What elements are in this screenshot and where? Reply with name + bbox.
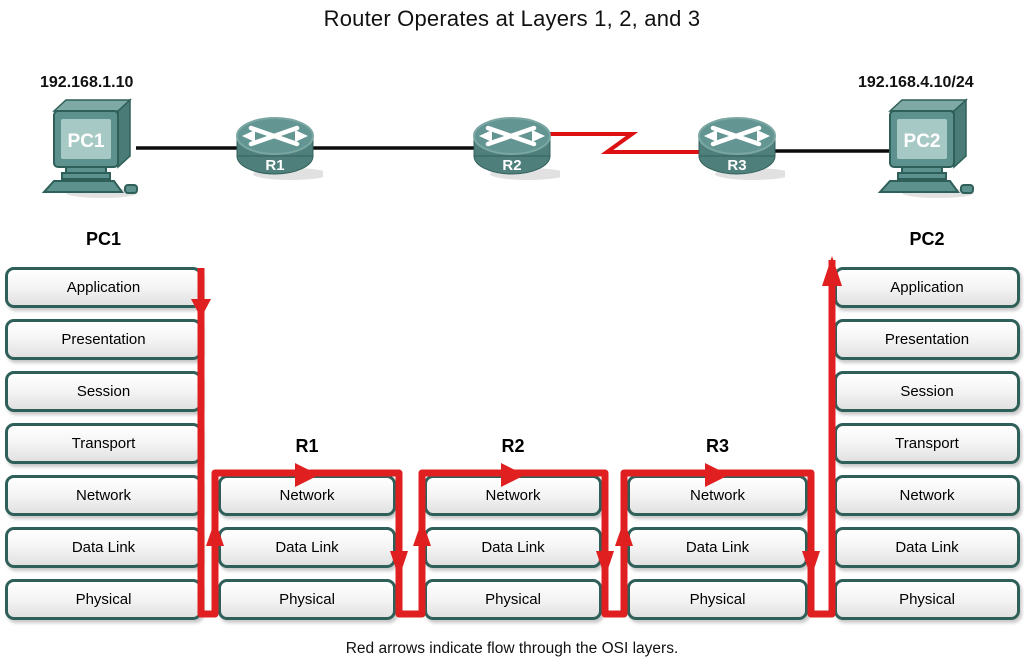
pc2-icon: PC2 xyxy=(877,98,974,198)
osi-layer-data-link: Data Link xyxy=(424,527,602,568)
osi-layer-transport: Transport xyxy=(834,423,1020,464)
r2-router-icon: R2 xyxy=(473,117,560,180)
osi-layer-network: Network xyxy=(627,475,808,516)
pc1-screen-label: PC1 xyxy=(68,131,105,152)
r1-router-icon: R1 xyxy=(236,117,323,180)
osi-layer-transport: Transport xyxy=(5,423,202,464)
osi-layer-physical: Physical xyxy=(5,579,202,620)
osi-layer-session: Session xyxy=(5,371,202,412)
osi-layer-physical: Physical xyxy=(627,579,808,620)
osi-layer-application: Application xyxy=(834,267,1020,308)
osi-layer-data-link: Data Link xyxy=(627,527,808,568)
osi-layer-network: Network xyxy=(218,475,396,516)
pc1-keyboard xyxy=(41,180,124,193)
osi-layer-network: Network xyxy=(834,475,1020,516)
r2-stack-header: R2 xyxy=(501,436,525,456)
r1-label: R1 xyxy=(265,157,284,174)
pc1-mouse xyxy=(124,184,138,194)
osi-layer-application: Application xyxy=(5,267,202,308)
pc2-keyboard xyxy=(877,180,960,193)
pc2-mouse xyxy=(960,184,974,194)
pc2-stack-header: PC2 xyxy=(909,229,945,249)
osi-layer-physical: Physical xyxy=(218,579,396,620)
pc2-screen xyxy=(897,119,947,159)
pc1-icon: PC1 xyxy=(41,98,138,198)
osi-layer-session: Session xyxy=(834,371,1020,412)
pc2-ip-address: 192.168.4.10/24 xyxy=(858,74,974,91)
pc1-screen xyxy=(61,119,111,159)
osi-layer-data-link: Data Link xyxy=(218,527,396,568)
pc1-ip-address: 192.168.1.10 xyxy=(40,74,134,91)
pc1-stack-header: PC1 xyxy=(85,229,121,249)
osi-layer-network: Network xyxy=(424,475,602,516)
osi-layer-physical: Physical xyxy=(424,579,602,620)
osi-layer-data-link: Data Link xyxy=(834,527,1020,568)
osi-layer-network: Network xyxy=(5,475,202,516)
link-r2-r3-serial xyxy=(546,132,702,154)
osi-layer-presentation: Presentation xyxy=(834,319,1020,360)
osi-layer-data-link: Data Link xyxy=(5,527,202,568)
r2-label: R2 xyxy=(502,157,521,174)
diagram-caption: Red arrows indicate flow through the OSI… xyxy=(345,640,679,657)
r3-stack-header: R3 xyxy=(705,436,729,456)
diagram-title: Router Operates at Layers 1, 2, and 3 xyxy=(323,6,701,31)
r3-router-icon: R3 xyxy=(698,117,785,180)
r3-label: R3 xyxy=(727,157,746,174)
r1-stack-header: R1 xyxy=(295,436,319,456)
osi-layer-presentation: Presentation xyxy=(5,319,202,360)
osi-layer-physical: Physical xyxy=(834,579,1020,620)
pc2-screen-label: PC2 xyxy=(904,131,941,152)
